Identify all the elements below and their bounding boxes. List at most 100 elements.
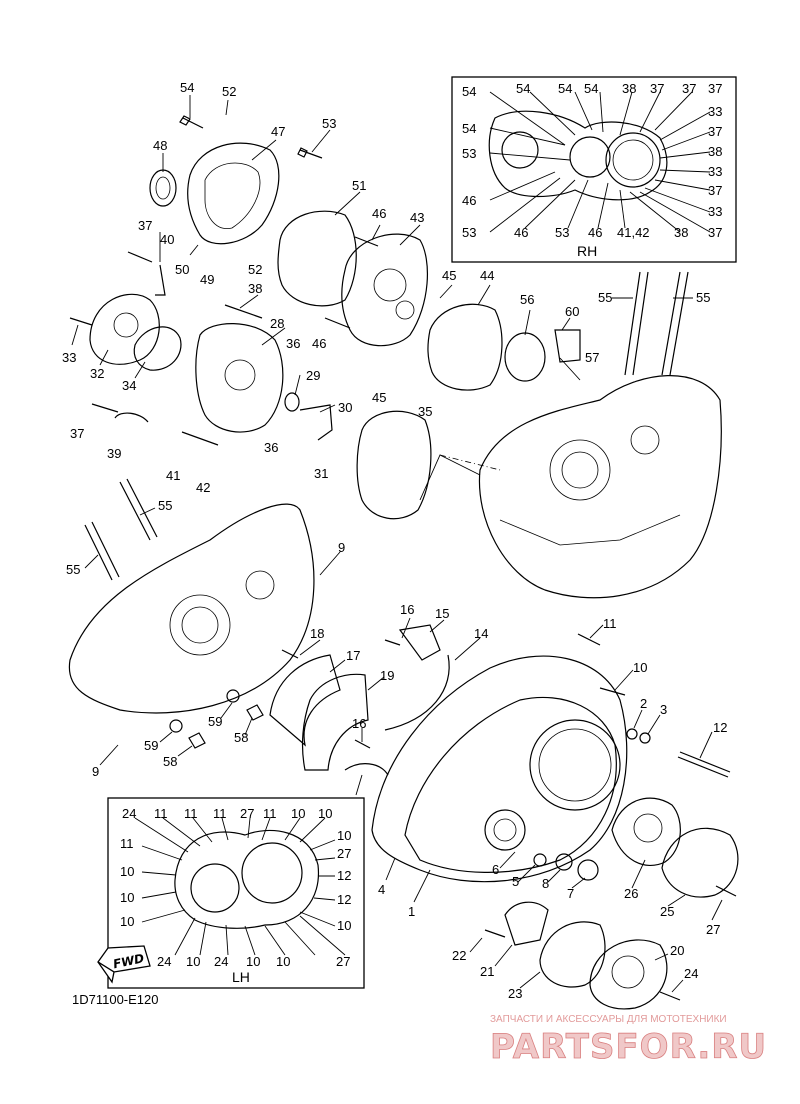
watermark: ЗАПЧАСТИ И АКСЕССУАРЫ ДЛЯ МОТОТЕХНИКИ PA… (490, 1014, 767, 1067)
fwd-label: FWD (112, 951, 146, 971)
housing-28 (195, 323, 284, 433)
rh-label: 33 (708, 164, 722, 179)
part-label: 17 (346, 648, 360, 663)
part-label: 35 (418, 404, 432, 419)
part-label: 36 (264, 440, 278, 455)
part-label: 3 (660, 702, 667, 717)
lh-label: 12 (337, 892, 351, 907)
part-label: 2 (640, 696, 647, 711)
gasket-51 (277, 210, 357, 307)
bolt-24 (659, 991, 681, 1001)
lh-cover (174, 829, 320, 929)
stud-55 (661, 271, 689, 376)
rh-label: 46 (462, 193, 476, 208)
lh-label: 11 (263, 806, 277, 821)
rh-label: 53 (555, 225, 569, 240)
part-label: 20 (670, 943, 684, 958)
bearing-29 (284, 392, 300, 412)
part-label: 4 (378, 882, 385, 897)
bolt-46 (324, 317, 351, 329)
part-60 (554, 329, 581, 363)
part-label: 48 (153, 138, 167, 153)
oil-seal-48 (149, 169, 177, 207)
bracket-15 (398, 624, 441, 661)
lh-label: 24 (122, 806, 136, 821)
bolt-41 (181, 431, 219, 446)
bolt-54 (179, 115, 204, 129)
lh-label: 10 (318, 806, 332, 821)
rh-label: 54 (462, 84, 476, 99)
rh-label: 38 (708, 144, 722, 159)
rh-label: 54 (516, 81, 530, 96)
part-label: 52 (222, 84, 236, 99)
gasket-44 (427, 303, 503, 391)
part-label: 38 (248, 281, 262, 296)
part-label: 12 (713, 720, 727, 735)
watermark-tagline: ЗАПЧАСТИ И АКСЕССУАРЫ ДЛЯ МОТОТЕХНИКИ (490, 1014, 727, 1025)
plate-32 (89, 293, 160, 365)
lh-label: 10 (337, 918, 351, 933)
plate-17 (269, 654, 341, 747)
bolt-53 (297, 147, 323, 159)
part-label: 5 (512, 874, 519, 889)
lh-label: 10 (120, 890, 134, 905)
part-label: 55 (598, 290, 612, 305)
part-label: 37 (138, 218, 152, 233)
lh-label: 11 (184, 806, 198, 821)
bolt-16 (384, 639, 401, 646)
rh-label: 38 (674, 225, 688, 240)
rh-bearing-circle (501, 131, 539, 169)
rh-label: 46 (514, 225, 528, 240)
bracket-21 (504, 901, 549, 946)
part-label: 9 (338, 540, 345, 555)
lh-label: 11 (213, 806, 227, 821)
part-label: 39 (107, 446, 121, 461)
part-label: 25 (660, 904, 674, 919)
part-label: 16 (352, 716, 366, 731)
upper-left-leaders (71, 95, 693, 413)
bolt-11 (577, 633, 601, 646)
rh-crankcase-cover (488, 110, 668, 201)
part-label: 54 (180, 80, 194, 95)
lh-label: 27 (336, 954, 350, 969)
part-label: 45 (372, 390, 386, 405)
part-label: 16 (400, 602, 414, 617)
part-label: 8 (542, 876, 549, 891)
rh-label: 54 (558, 81, 572, 96)
bolt-16 (354, 739, 371, 749)
rh-label: 37 (708, 225, 722, 240)
part-label: 22 (452, 948, 466, 963)
part-label: 52 (248, 262, 262, 277)
bolt-58 (246, 704, 264, 721)
bolt-58 (188, 732, 206, 749)
lh-label: 11 (154, 806, 168, 821)
part-label: 21 (480, 964, 494, 979)
collar-2 (626, 728, 638, 740)
lh-caption: LH (232, 969, 250, 985)
part-label: 36 (286, 336, 300, 351)
part-label: 34 (122, 378, 136, 393)
rh-label: 38 (622, 81, 636, 96)
bolt-12 (677, 751, 731, 778)
bolt-18 (281, 649, 299, 659)
part-label: 42 (196, 480, 210, 495)
rh-label: 37 (708, 183, 722, 198)
part-label: 11 (603, 616, 617, 631)
rotor-26 (611, 797, 681, 866)
part-label: 9 (92, 764, 99, 779)
part-label: 49 (200, 272, 214, 287)
upper-left-parts: 54 52 47 53 48 51 46 43 37 40 50 49 52 4… (62, 80, 710, 520)
rh-inset: 54 54 54 54 38 37 37 37 33 37 38 33 37 3… (451, 76, 737, 263)
part-label: 55 (158, 498, 172, 513)
part-label: 56 (520, 292, 534, 307)
lh-label: 10 (337, 828, 351, 843)
rh-cover-left (569, 136, 611, 178)
diagram-code: 1D71100-E120 (72, 992, 159, 1007)
rh-label: 53 (462, 225, 476, 240)
gasket-4 (371, 655, 628, 883)
middle-parts: 16 15 14 11 18 17 19 10 2 3 12 59 58 59 … (144, 602, 731, 811)
bolt-27 (715, 885, 737, 897)
stud-55 (624, 271, 649, 376)
part-label: 29 (306, 368, 320, 383)
